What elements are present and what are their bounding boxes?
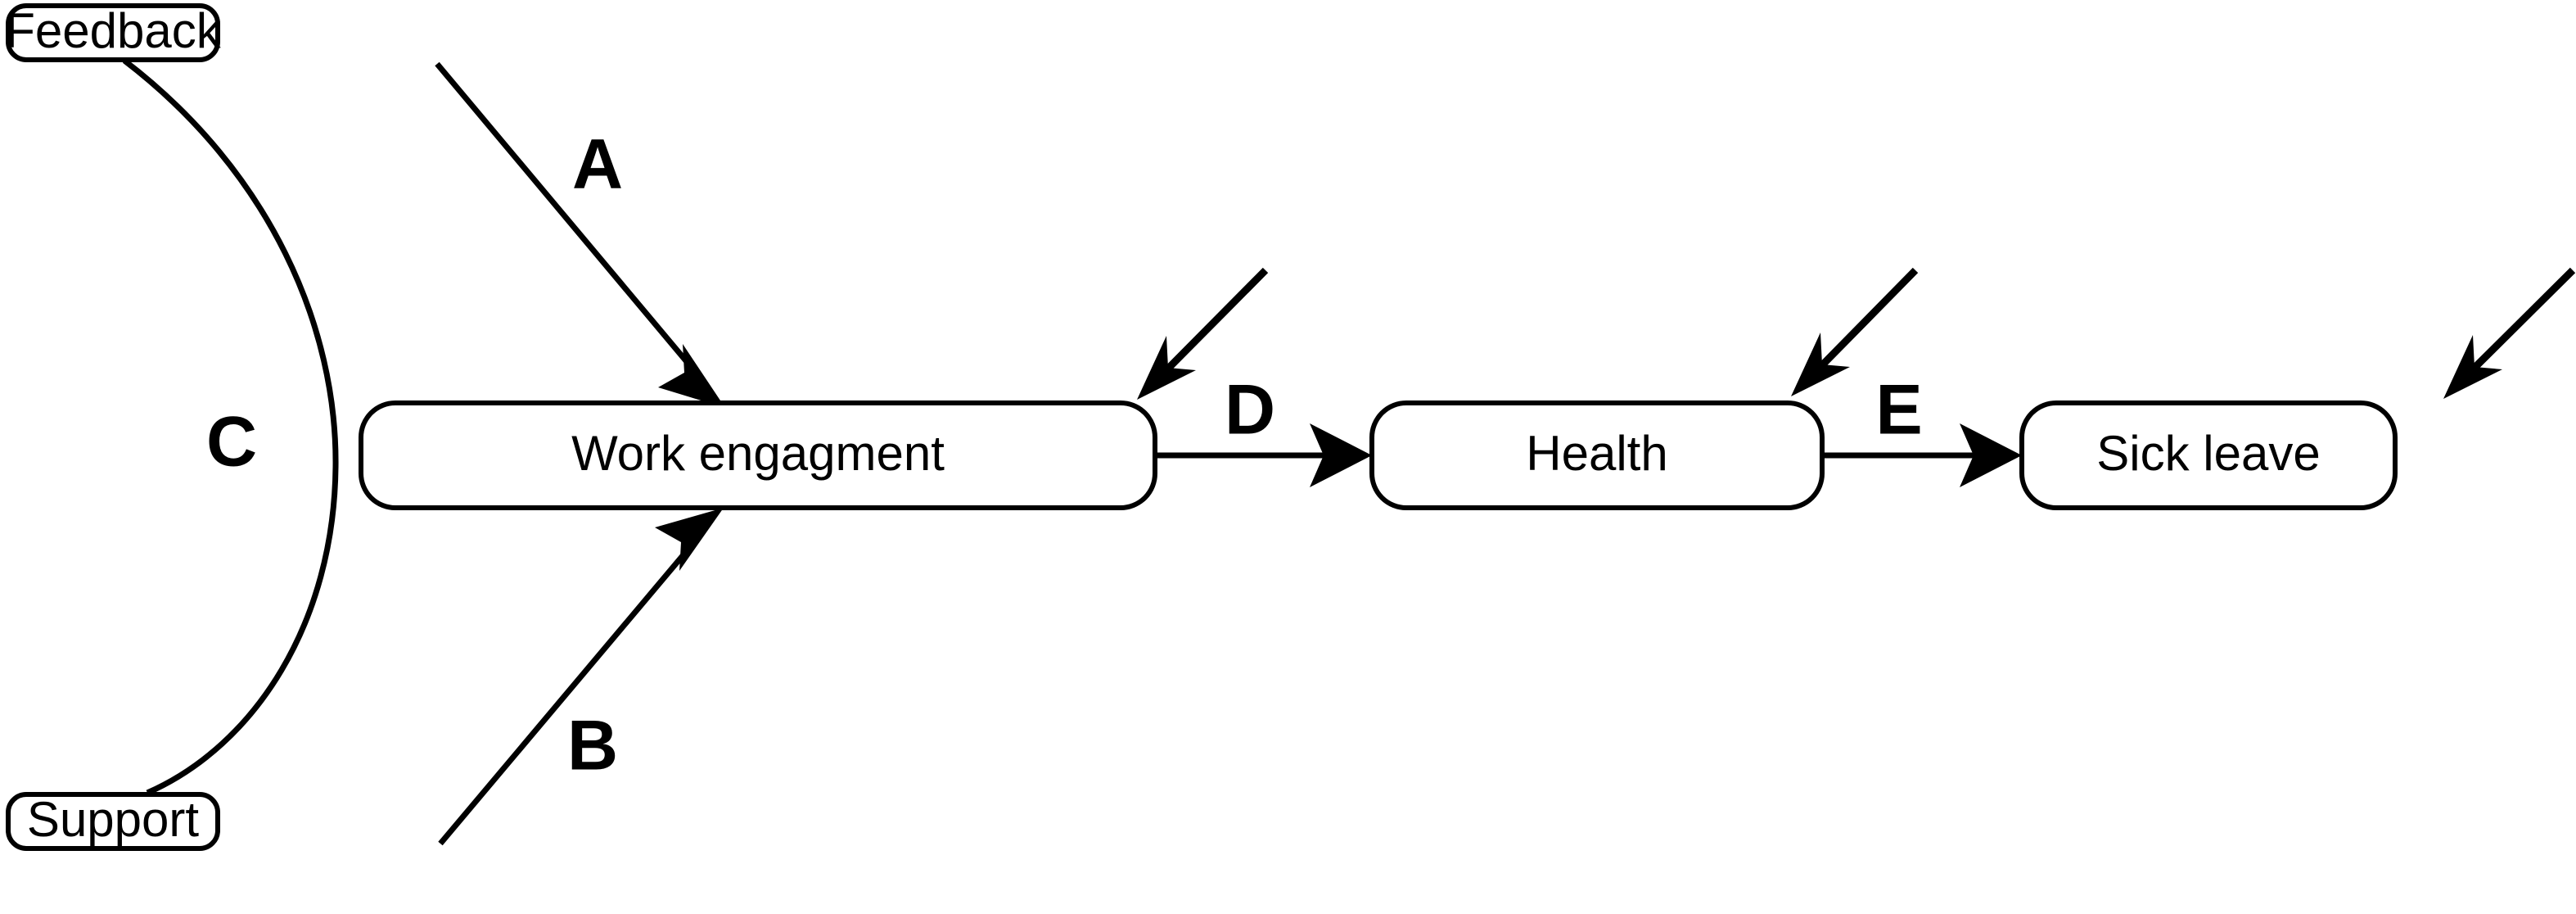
correlation-curve-feedback-support [122,58,339,796]
node-health-box[interactable] [1369,400,1825,510]
edge-B-line [438,530,705,846]
edge-D-arrowhead [1310,423,1372,487]
edge-E-health-to-sick-leave [1824,423,2022,487]
node-support-label: Support [27,792,199,847]
edge-D-work-engagement-to-health [1156,423,1372,487]
disturbance-2-line [1816,267,1919,372]
disturbance-2-arrowhead [1791,333,1850,396]
node-feedback-box[interactable] [6,3,220,62]
node-health[interactable]: Health [1369,400,1825,510]
node-work-engagement-label: Work engagment [571,426,945,481]
disturbance-3-arrowhead [2443,335,2502,399]
path-label-B: B [567,707,618,785]
edge-B-arrowhead [655,508,724,571]
disturbance-arrow-work-engagement [1137,267,1269,400]
disturbance-arrow-health [1791,267,1919,396]
path-label-D: D [1225,371,1275,450]
disturbance-3-line [2469,267,2576,373]
path-label-E: E [1875,371,1922,450]
node-feedback[interactable]: Feedback [5,3,222,62]
edge-A-feedback-to-work-engagement [435,61,725,408]
path-label-C: C [206,403,257,482]
node-sick-leave-box[interactable] [2019,400,2398,510]
node-work-engagement[interactable]: Work engagment [359,400,1157,510]
edge-A-arrowhead [658,344,725,408]
path-label-A: A [572,125,623,204]
edge-B-support-to-work-engagement [438,508,724,846]
node-sick-leave-label: Sick leave [2096,426,2320,481]
disturbance-1-line [1162,267,1269,374]
disturbance-arrow-sick-leave [2443,267,2576,399]
node-work-engagement-box[interactable] [359,400,1157,510]
node-feedback-label: Feedback [5,3,221,58]
edge-A-line [435,61,707,386]
node-health-label: Health [1526,426,1667,481]
edge-C-correlation [122,58,339,796]
node-support[interactable]: Support [6,792,220,851]
node-sick-leave[interactable]: Sick leave [2019,400,2398,510]
node-support-box[interactable] [6,792,220,851]
edge-E-arrowhead [1960,423,2022,487]
disturbance-1-arrowhead [1137,336,1196,400]
